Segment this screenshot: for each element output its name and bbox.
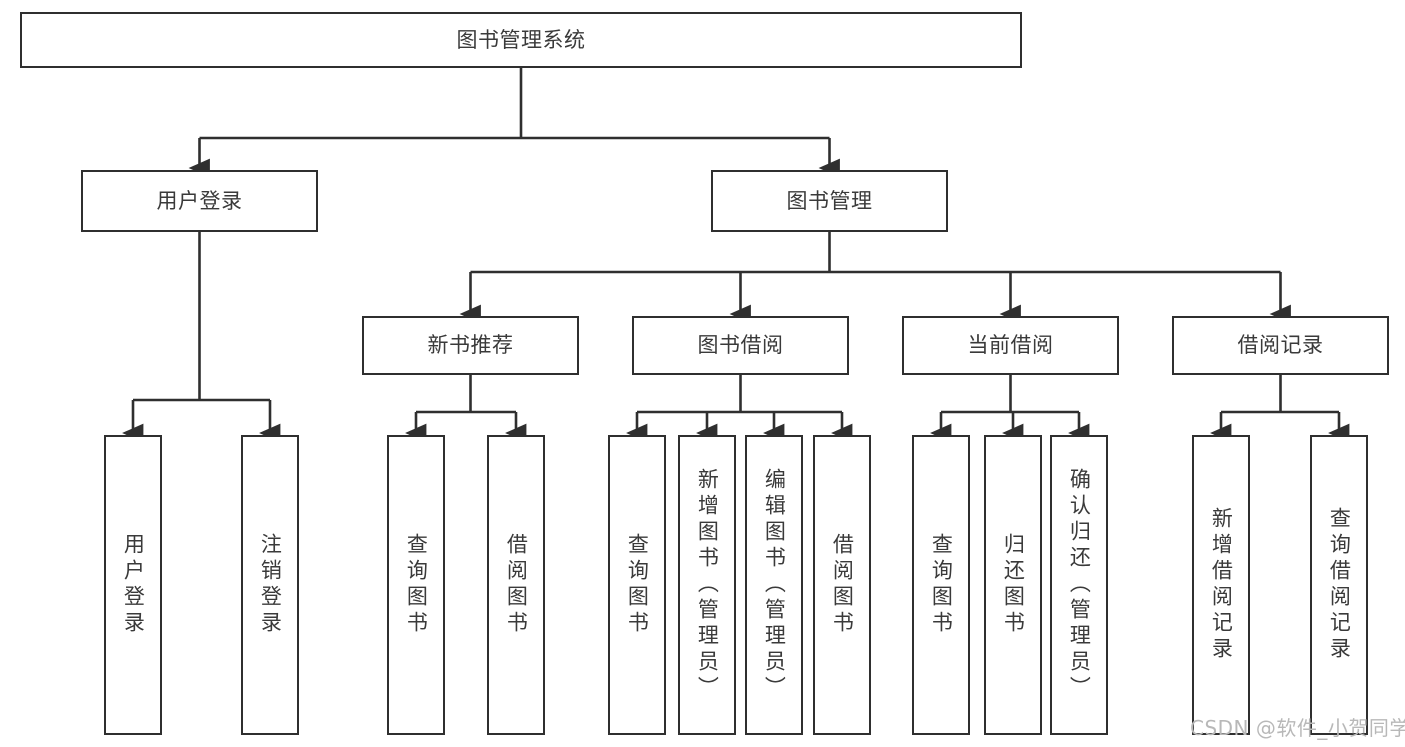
node-leaf-rec-borrow[interactable]: 借阅图书 <box>487 435 545 735</box>
node-leaf-bb-borrow[interactable]: 借阅图书 <box>813 435 871 735</box>
node-label-leaf-user-login: 用户登录 <box>121 533 146 637</box>
node-book-borrow[interactable]: 图书借阅 <box>632 316 849 375</box>
node-leaf-bb-edit[interactable]: 编辑图书（管理员） <box>745 435 803 735</box>
node-label-leaf-bb-query: 查询图书 <box>625 533 650 637</box>
node-label-leaf-cb-confirm: 确认归还（管理员） <box>1067 468 1092 702</box>
node-label-book-borrow: 图书借阅 <box>697 333 784 358</box>
node-leaf-br-query[interactable]: 查询借阅记录 <box>1310 435 1368 735</box>
node-label-root: 图书管理系统 <box>456 27 586 52</box>
node-leaf-logout[interactable]: 注销登录 <box>241 435 299 735</box>
node-label-current-borrow: 当前借阅 <box>967 333 1054 358</box>
node-label-borrow-record: 借阅记录 <box>1237 333 1324 358</box>
node-label-leaf-rec-borrow: 借阅图书 <box>504 533 529 637</box>
node-leaf-br-add[interactable]: 新增借阅记录 <box>1192 435 1250 735</box>
node-leaf-bb-query[interactable]: 查询图书 <box>608 435 666 735</box>
node-leaf-cb-return[interactable]: 归还图书 <box>984 435 1042 735</box>
node-label-leaf-rec-query: 查询图书 <box>404 533 429 637</box>
node-user-login[interactable]: 用户登录 <box>81 170 318 232</box>
node-label-user-login: 用户登录 <box>156 188 243 213</box>
node-label-leaf-br-query: 查询借阅记录 <box>1327 507 1352 663</box>
node-label-book-manage: 图书管理 <box>786 188 873 213</box>
node-root[interactable]: 图书管理系统 <box>20 12 1022 68</box>
node-label-leaf-logout: 注销登录 <box>258 533 283 637</box>
node-new-book-rec[interactable]: 新书推荐 <box>362 316 579 375</box>
node-leaf-cb-query[interactable]: 查询图书 <box>912 435 970 735</box>
node-borrow-record[interactable]: 借阅记录 <box>1172 316 1389 375</box>
node-label-leaf-bb-edit: 编辑图书（管理员） <box>762 468 787 702</box>
node-leaf-cb-confirm[interactable]: 确认归还（管理员） <box>1050 435 1108 735</box>
node-label-leaf-cb-query: 查询图书 <box>929 533 954 637</box>
node-leaf-bb-add[interactable]: 新增图书（管理员） <box>678 435 736 735</box>
node-label-leaf-bb-add: 新增图书（管理员） <box>695 468 720 702</box>
node-label-leaf-bb-borrow: 借阅图书 <box>830 533 855 637</box>
node-leaf-rec-query[interactable]: 查询图书 <box>387 435 445 735</box>
node-leaf-user-login[interactable]: 用户登录 <box>104 435 162 735</box>
node-label-new-book-rec: 新书推荐 <box>427 333 514 358</box>
node-label-leaf-cb-return: 归还图书 <box>1001 533 1026 637</box>
node-label-leaf-br-add: 新增借阅记录 <box>1209 507 1234 663</box>
node-book-manage[interactable]: 图书管理 <box>711 170 948 232</box>
node-current-borrow[interactable]: 当前借阅 <box>902 316 1119 375</box>
